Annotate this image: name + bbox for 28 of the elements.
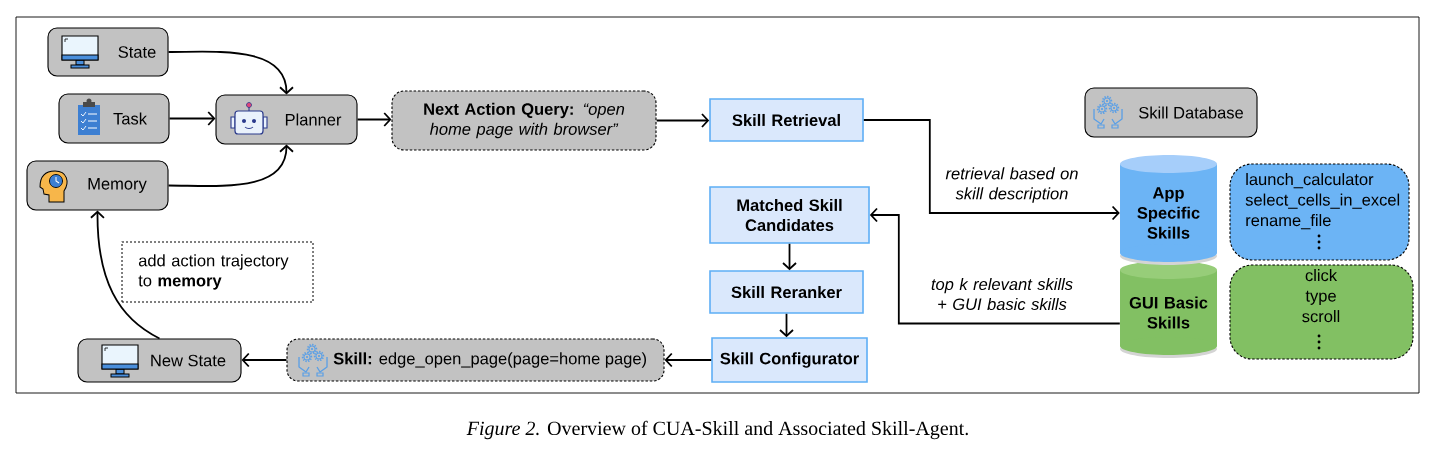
arrow bbox=[241, 352, 288, 368]
query-box: Next Action Query: “open home page with browser” bbox=[391, 90, 657, 151]
skill-list-box: launch_calculator select_cells_in_excel rename_file bbox=[1229, 163, 1410, 261]
skill-call-box: Skill: edge_open_page(page=home page) bbox=[286, 338, 665, 382]
database-label-box: Skill Database bbox=[1084, 87, 1258, 138]
arrow bbox=[356, 112, 392, 127]
arrow bbox=[655, 113, 710, 128]
arrow bbox=[782, 242, 797, 271]
process-box: Matched Skill Candidates bbox=[709, 186, 870, 244]
note-box: add action trajectory to memory bbox=[121, 241, 314, 303]
process-box: Skill Retrieval bbox=[709, 98, 864, 142]
arrow bbox=[168, 111, 216, 126]
database-cylinder: App Specific Skills bbox=[1120, 155, 1217, 265]
arrow bbox=[167, 144, 294, 187]
arrow bbox=[167, 50, 294, 95]
skill-list-box: click type scroll bbox=[1229, 264, 1414, 360]
arrow bbox=[862, 119, 1120, 221]
process-box: Skill Configurator bbox=[711, 337, 868, 383]
memory-box: Memory bbox=[26, 160, 169, 211]
database-cylinder: GUI Basic Skills bbox=[1120, 261, 1217, 358]
caption: Figure 2. Overview of CUA-Skill and Associated Skill-Agent. bbox=[466, 420, 968, 440]
process-box: Skill Reranker bbox=[709, 270, 864, 314]
arrow bbox=[869, 207, 1121, 325]
arrow bbox=[779, 312, 794, 338]
edge-label: top k relevant skills + GUI basic skills bbox=[924, 276, 1080, 312]
edge-label: retrieval based on skill description bbox=[937, 165, 1087, 205]
arrow bbox=[90, 210, 161, 340]
arrow bbox=[664, 352, 713, 368]
